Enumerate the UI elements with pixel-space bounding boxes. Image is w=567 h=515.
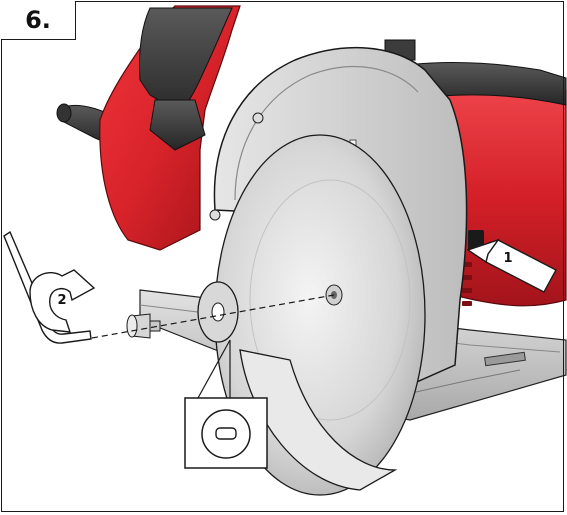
spindle-lock-number: 1: [503, 251, 512, 266]
magnifier-detail-icon: [184, 339, 268, 469]
outer-flange: [197, 281, 239, 343]
rotate-number: 2: [57, 293, 66, 308]
rotate-arrow-icon: 2: [29, 269, 96, 333]
step-number-label: 6.: [1, 1, 76, 40]
assembly-axis: [91, 294, 335, 339]
saw-housing: [99, 5, 241, 251]
blade-bolt: [126, 313, 161, 339]
arrow-press-icon: 1: [466, 238, 557, 293]
spindle-lock-button: [468, 230, 484, 250]
